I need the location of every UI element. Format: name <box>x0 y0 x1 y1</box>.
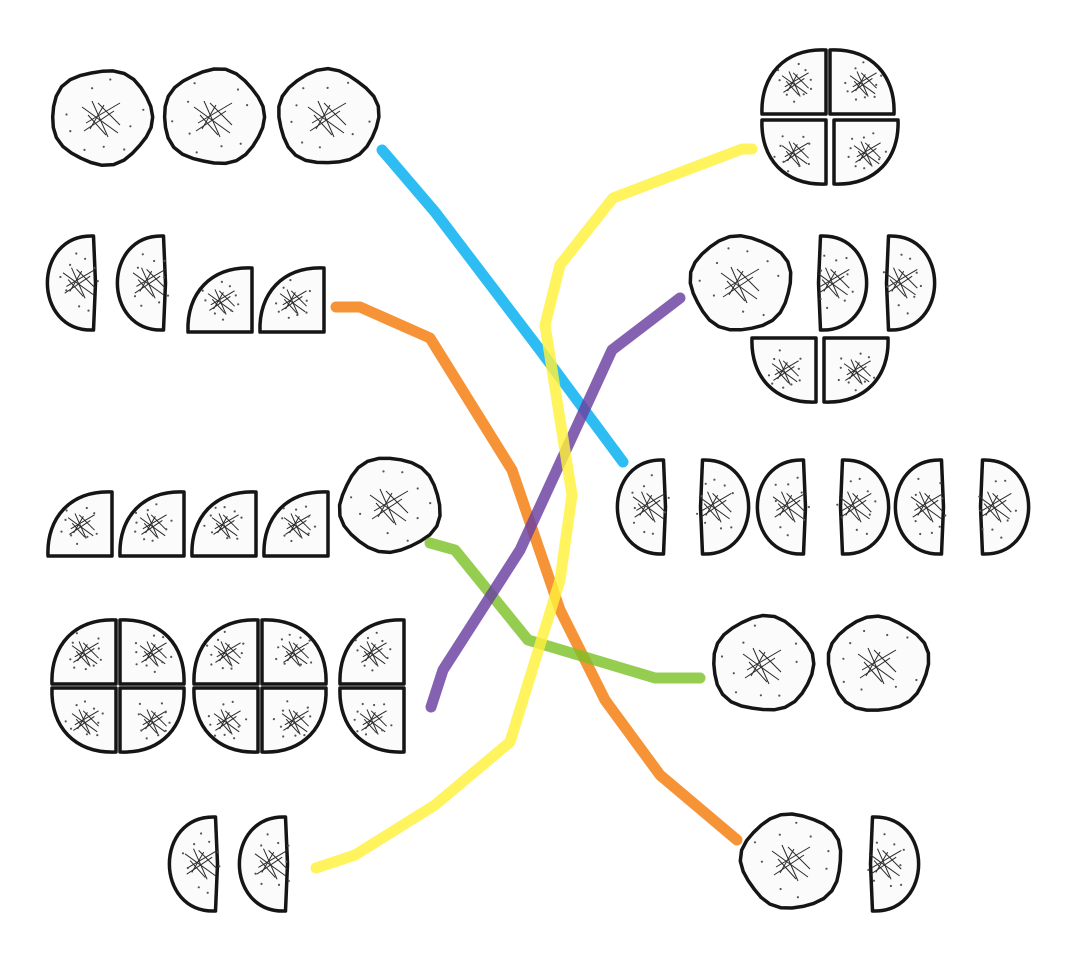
half-tortilla <box>167 815 221 913</box>
half-tortilla <box>45 234 99 332</box>
half-tortilla <box>237 815 290 913</box>
half-tortilla <box>615 458 670 556</box>
whole-tortilla <box>826 614 931 712</box>
quarter-tortilla <box>118 686 186 754</box>
quarter-tortilla <box>258 266 326 334</box>
half-tortilla <box>696 458 751 556</box>
quarter-tortilla <box>118 490 186 558</box>
quarter-tortilla <box>50 618 118 686</box>
quarter-tortilla <box>192 618 260 686</box>
half-tortilla <box>115 234 170 332</box>
quarter-tortilla <box>192 686 260 754</box>
quarter-tortilla <box>822 336 890 404</box>
half-tortilla <box>816 234 869 332</box>
whole-tortilla <box>50 69 155 168</box>
whole-tortilla <box>277 66 381 165</box>
quarter-tortilla <box>832 118 900 186</box>
quarter-tortilla <box>118 618 186 686</box>
connection-line-l5-r1 <box>310 143 758 874</box>
whole-tortilla <box>712 613 816 712</box>
half-tortilla <box>755 458 811 556</box>
whole-tortilla <box>337 456 442 555</box>
quarter-tortilla <box>750 336 818 404</box>
half-tortilla <box>893 458 947 556</box>
connection-line-l4-r2 <box>425 292 686 713</box>
quarter-tortilla <box>46 490 114 558</box>
whole-tortilla <box>688 234 793 332</box>
bread-pieces-layer <box>45 48 1031 913</box>
quarter-tortilla <box>338 686 406 754</box>
connection-line-l3-r4 <box>424 537 706 684</box>
quarter-tortilla <box>260 686 328 754</box>
half-tortilla <box>867 815 921 913</box>
whole-tortilla <box>162 67 267 166</box>
quarter-tortilla <box>760 48 828 116</box>
whole-tortilla <box>738 812 843 910</box>
half-tortilla <box>978 458 1031 556</box>
quarter-tortilla <box>190 490 258 558</box>
quarter-tortilla <box>186 266 254 334</box>
connection-lines-layer <box>310 143 758 874</box>
connection-line-l2-r5 <box>330 301 743 846</box>
quarter-tortilla <box>260 618 328 686</box>
quarter-tortilla <box>338 618 406 686</box>
half-tortilla <box>836 458 891 556</box>
quarter-tortilla <box>262 490 330 558</box>
quarter-tortilla <box>50 686 118 754</box>
quarter-tortilla <box>828 48 896 116</box>
half-tortilla <box>882 234 937 332</box>
quarter-tortilla <box>760 118 828 186</box>
